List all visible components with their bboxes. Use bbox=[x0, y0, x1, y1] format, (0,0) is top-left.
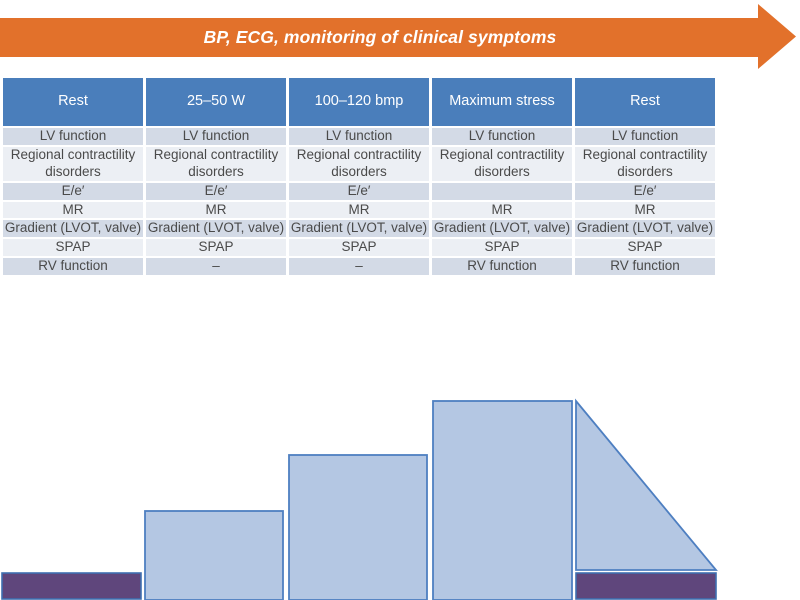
chart-bar-100-120bmp bbox=[288, 454, 428, 600]
load-profile-chart bbox=[0, 392, 740, 600]
table-row-rv-function: RV function – – RV function RV function bbox=[3, 258, 715, 275]
table-cell: RV function bbox=[3, 258, 143, 275]
table-cell: Gradient (LVOT, valve) bbox=[575, 220, 715, 238]
table-cell: RV function bbox=[575, 258, 715, 275]
table-row-gradient: Gradient (LVOT, valve) Gradient (LVOT, v… bbox=[3, 220, 715, 238]
table-cell: Regional contractility disorders bbox=[3, 146, 143, 181]
chart-bar-25-50w bbox=[144, 510, 284, 600]
table-row-lv-function: LV function LV function LV function LV f… bbox=[3, 128, 715, 145]
table-cell: LV function bbox=[432, 128, 572, 145]
column-header-25-50w: 25–50 W bbox=[146, 78, 286, 126]
table-cell: SPAP bbox=[289, 239, 429, 257]
table-cell: SPAP bbox=[146, 239, 286, 257]
table-cell: – bbox=[289, 258, 429, 275]
table-cell: – bbox=[146, 258, 286, 275]
table-cell: MR bbox=[575, 201, 715, 219]
table-header-row: Rest 25–50 W 100–120 bmp Maximum stress … bbox=[3, 78, 715, 126]
table-row-regional-contractility-disorders: Regional contractility disorders Regiona… bbox=[3, 146, 715, 181]
table-cell: Regional contractility disorders bbox=[575, 146, 715, 181]
load-axis-label-group: Load (Watts) (60 rpm) Starting load 25 W… bbox=[722, 0, 800, 600]
table-cell: LV function bbox=[3, 128, 143, 145]
column-header-100-120bmp: 100–120 bmp bbox=[289, 78, 429, 126]
table-cell: E/e′ bbox=[575, 182, 715, 200]
chart-descending-ramp-recovery bbox=[575, 398, 718, 571]
table-cell: Regional contractility disorders bbox=[146, 146, 286, 181]
table-cell: MR bbox=[289, 201, 429, 219]
chart-bar-maximum-stress bbox=[432, 400, 573, 600]
column-header-rest-end: Rest bbox=[575, 78, 715, 126]
table-cell: Gradient (LVOT, valve) bbox=[3, 220, 143, 238]
table-cell: Regional contractility disorders bbox=[289, 146, 429, 181]
table-cell: MR bbox=[146, 201, 286, 219]
arrow-shape bbox=[0, 4, 796, 69]
table-head: Rest 25–50 W 100–120 bmp Maximum stress … bbox=[3, 78, 715, 126]
banner-arrow: BP, ECG, monitoring of clinical symptoms bbox=[0, 0, 800, 74]
table-cell: Gradient (LVOT, valve) bbox=[146, 220, 286, 238]
table-cell: LV function bbox=[575, 128, 715, 145]
column-header-maximum-stress: Maximum stress bbox=[432, 78, 572, 126]
table-cell: MR bbox=[3, 201, 143, 219]
chart-baseline-bar-rest-end bbox=[575, 572, 717, 600]
table-row-mr: MR MR MR MR MR bbox=[3, 201, 715, 219]
column-header-rest-start: Rest bbox=[3, 78, 143, 126]
table-row-e-over-e-prime: E/e′ E/e′ E/e′ E/e′ bbox=[3, 182, 715, 200]
table-cell: E/e′ bbox=[146, 182, 286, 200]
table-cell: LV function bbox=[146, 128, 286, 145]
table-row-spap: SPAP SPAP SPAP SPAP SPAP bbox=[3, 239, 715, 257]
table-cell: SPAP bbox=[575, 239, 715, 257]
table-cell: SPAP bbox=[3, 239, 143, 257]
table-cell-empty bbox=[432, 182, 572, 200]
table-cell: Regional contractility disorders bbox=[432, 146, 572, 181]
table-cell: Gradient (LVOT, valve) bbox=[289, 220, 429, 238]
table-body: LV function LV function LV function LV f… bbox=[3, 128, 715, 275]
table-cell: LV function bbox=[289, 128, 429, 145]
table-cell: SPAP bbox=[432, 239, 572, 257]
table-cell: Gradient (LVOT, valve) bbox=[432, 220, 572, 238]
chart-baseline-bar-rest-start bbox=[1, 572, 142, 600]
table-cell: MR bbox=[432, 201, 572, 219]
stress-protocol-table: Rest 25–50 W 100–120 bmp Maximum stress … bbox=[0, 76, 718, 277]
table-cell: E/e′ bbox=[289, 182, 429, 200]
table-cell: E/e′ bbox=[3, 182, 143, 200]
table-cell: RV function bbox=[432, 258, 572, 275]
